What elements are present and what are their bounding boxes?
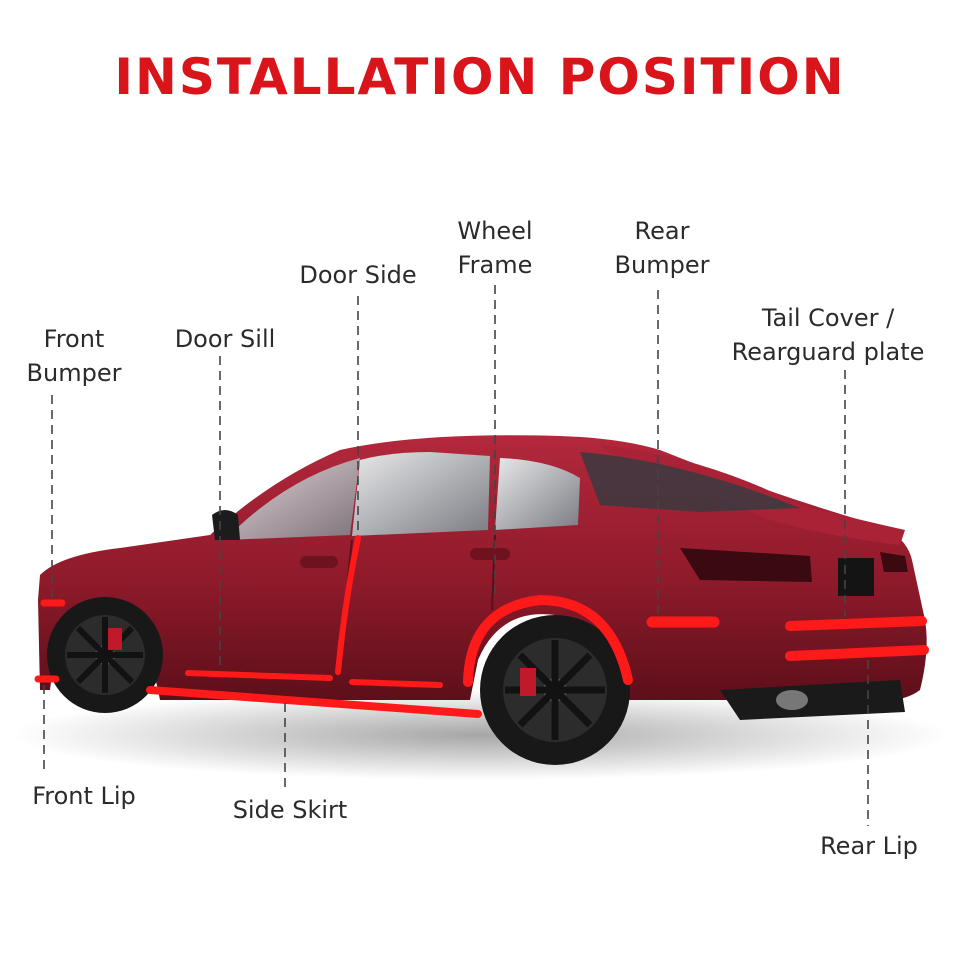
front-door-window	[352, 452, 490, 536]
label-side-skirt: Side Skirt	[232, 796, 348, 824]
label-wheel-frame: Wheel Frame	[457, 217, 533, 279]
license-plate	[838, 558, 874, 596]
side-mirror	[212, 510, 240, 540]
exhaust-pipe	[776, 690, 808, 710]
strip-door-sill-front	[185, 670, 333, 681]
windshield	[225, 458, 360, 540]
label-door-sill: Door Sill	[174, 325, 276, 353]
page-title: INSTALLATION POSITION	[114, 48, 846, 106]
strip-rear-lip	[785, 645, 929, 661]
front-door-handle	[300, 556, 338, 568]
strip-side-skirt	[146, 686, 482, 718]
strip-wheel-frame	[463, 594, 633, 687]
strip-door-sill-rear	[349, 679, 443, 688]
label-door-side: Door Side	[299, 261, 417, 289]
rear-window	[580, 452, 800, 512]
taillight-right	[880, 552, 908, 572]
rear-diffuser	[720, 680, 905, 720]
label-rear-lip: Rear Lip	[820, 832, 918, 860]
rear-door-window	[495, 458, 580, 530]
label-tail-cover: Tail Cover / Rearguard plate	[731, 304, 925, 366]
leader-lines	[43, 285, 869, 826]
label-rear-bumper: Rear Bumper	[614, 217, 710, 279]
rear-wheel	[480, 615, 630, 765]
ground-shadow	[10, 690, 950, 780]
taillight	[680, 548, 812, 582]
label-front-bumper: Front Bumper	[26, 325, 122, 387]
strip-tail-cover	[785, 616, 927, 631]
label-front-lip: Front Lip	[32, 782, 136, 810]
rear-door-handle	[470, 548, 510, 560]
strip-door-side	[335, 535, 361, 675]
front-wheel	[47, 597, 163, 713]
trim-strips	[34, 535, 929, 718]
